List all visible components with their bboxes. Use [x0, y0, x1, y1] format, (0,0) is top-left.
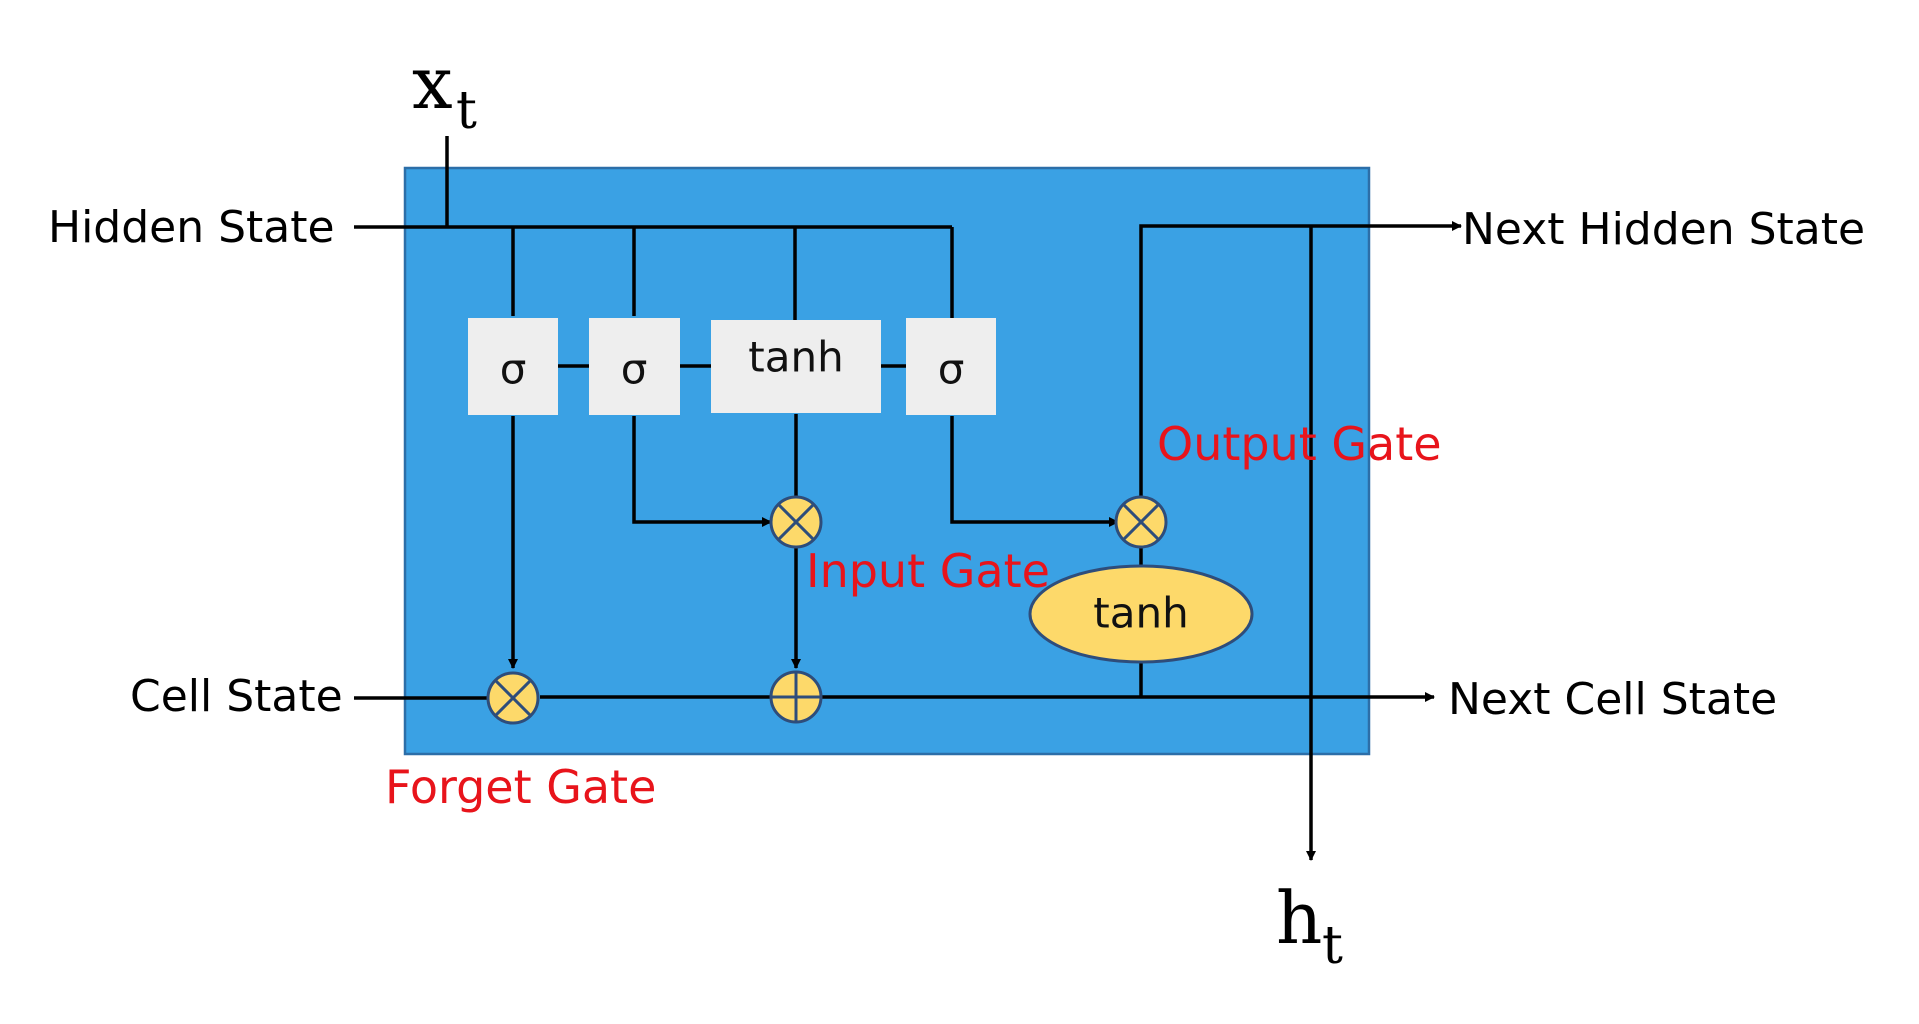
ht-variable-label: h t [1276, 876, 1343, 976]
multiply-icon [486, 671, 540, 725]
svg-text:t: t [456, 81, 477, 141]
multiply-icon [1114, 495, 1168, 549]
svg-text:tanh: tanh [1093, 589, 1188, 638]
svg-text:h: h [1276, 876, 1322, 960]
cell-tanh-ellipse: tanh [1028, 564, 1254, 664]
lstm-cell-body [403, 166, 1371, 756]
svg-text:tanh: tanh [748, 333, 843, 382]
wires [354, 136, 1462, 861]
svg-text:x: x [412, 41, 453, 125]
svg-text:σ: σ [938, 345, 965, 394]
output-up-path [1139, 221, 1462, 497]
svg-text:σ: σ [500, 345, 527, 394]
cell-state-label: Cell State [130, 671, 343, 722]
svg-text:σ: σ [621, 345, 648, 394]
next-hidden-state-label: Next Hidden State [1462, 204, 1865, 255]
output-sigma-box: σ [906, 318, 996, 415]
input-sigma-box: σ [589, 318, 680, 415]
forget-gate-label: Forget Gate [385, 760, 656, 814]
input-sigma-path [632, 416, 772, 527]
output-gate-label: Output Gate [1157, 417, 1442, 471]
candidate-tanh-box: tanh [711, 320, 881, 413]
multiply-icon [769, 495, 823, 549]
next-cell-state-label: Next Cell State [1448, 674, 1777, 725]
output-sigma-path [950, 416, 1119, 527]
add-icon [769, 670, 823, 724]
hidden-state-label: Hidden State [48, 202, 335, 253]
forget-sigma-box: σ [468, 318, 558, 415]
svg-text:t: t [1322, 916, 1343, 976]
xt-variable-label: x t [412, 41, 477, 141]
input-gate-label: Input Gate [806, 544, 1050, 598]
